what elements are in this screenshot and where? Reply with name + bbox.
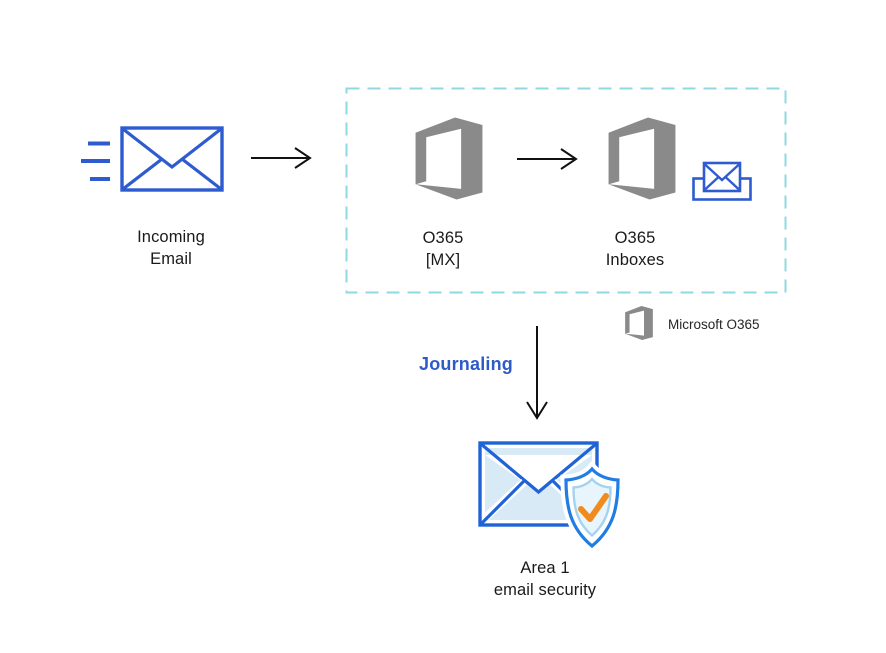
incoming-email-label: Incoming Email [137, 228, 205, 268]
o365-boundary-box [345, 87, 787, 294]
o365-mx-label: O365 [MX] [422, 229, 464, 269]
inbox-envelope-icon [692, 161, 752, 201]
envelope-shield-check-icon [478, 441, 624, 552]
area1-label: Area 1 email security [493, 559, 597, 599]
arrow-right-icon [517, 148, 578, 170]
office365-logo-mx [415, 117, 483, 200]
arrow-right-icon [251, 147, 312, 169]
incoming-envelope-icon [120, 126, 224, 192]
o365-inboxes-label: O365 Inboxes [605, 229, 665, 269]
motion-lines-icon [81, 141, 110, 181]
journaling-label: Journaling [419, 354, 514, 374]
office365-logo-inboxes [608, 117, 676, 200]
legend: Microsoft O365 [622, 303, 760, 343]
legend-label: Microsoft O365 [668, 316, 760, 332]
office365-logo-small [625, 306, 653, 340]
arrow-down-icon [526, 326, 548, 420]
